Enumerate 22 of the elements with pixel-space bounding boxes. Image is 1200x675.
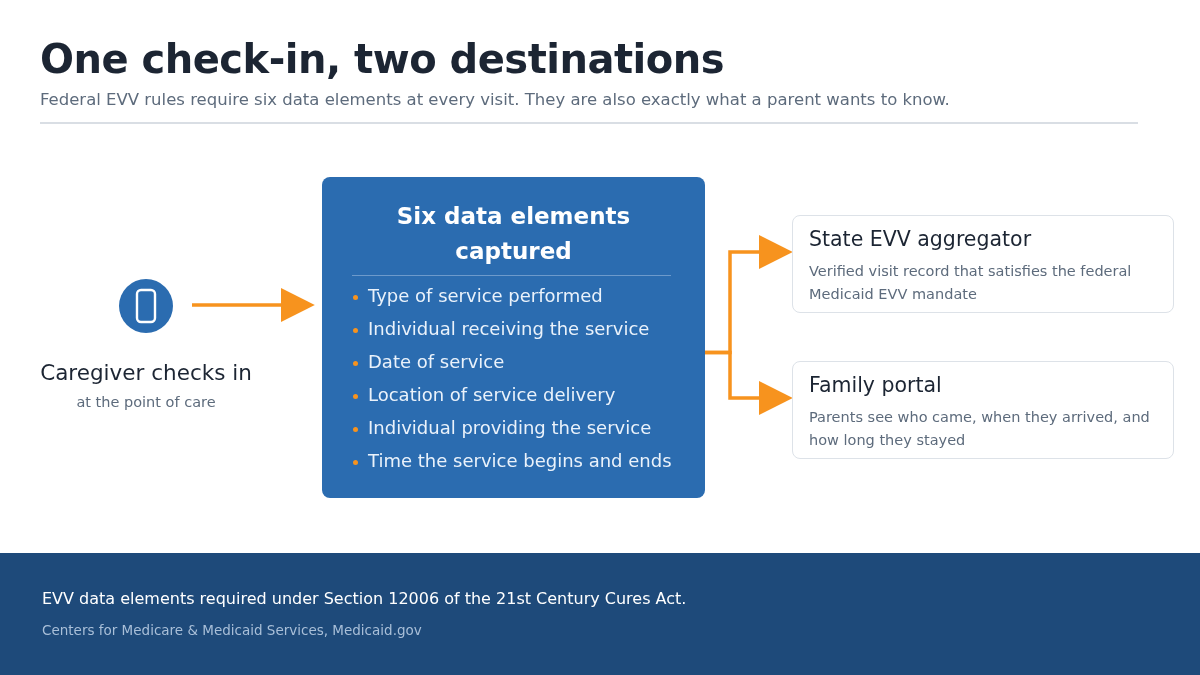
- footer-note: EVV data elements required under Section 12006 of the 21st Century Cures Act.: [42, 589, 687, 608]
- list-item: Location of service delivery: [368, 384, 616, 405]
- data-elements-box: [322, 177, 705, 498]
- subtitle: Federal EVV rules require six data elements at every visit. They are also exactly what a parent wants to know.: [40, 90, 950, 109]
- node-title: Caregiver checks in: [39, 360, 253, 385]
- list-item: Type of service performed: [368, 285, 603, 306]
- destination-card: [792, 215, 1174, 313]
- title: One check-in, two destinations: [40, 36, 725, 82]
- card-description: Verified visit record that satisfies the federal Medicaid EVV mandate: [809, 262, 1133, 304]
- list-item: Time the service begins and ends: [368, 450, 672, 471]
- destination-card: [792, 361, 1174, 459]
- card-title: State EVV aggregator: [809, 227, 1032, 251]
- card-title: Family portal: [809, 373, 942, 397]
- list-item: Date of service: [368, 351, 505, 372]
- arrow: [192, 288, 315, 322]
- list-item: Individual providing the service: [368, 417, 652, 438]
- list-item: Individual receiving the service: [368, 318, 650, 339]
- card-description: Parents see who came, when they arrived, and how long they stayed: [809, 408, 1151, 450]
- box-heading: Six data elements captured: [395, 202, 632, 266]
- source-note: Centers for Medicare & Medicaid Services, Medicaid.gov: [42, 622, 422, 638]
- subtext: at the point of care: [75, 394, 217, 410]
- arrow: [705, 350, 793, 415]
